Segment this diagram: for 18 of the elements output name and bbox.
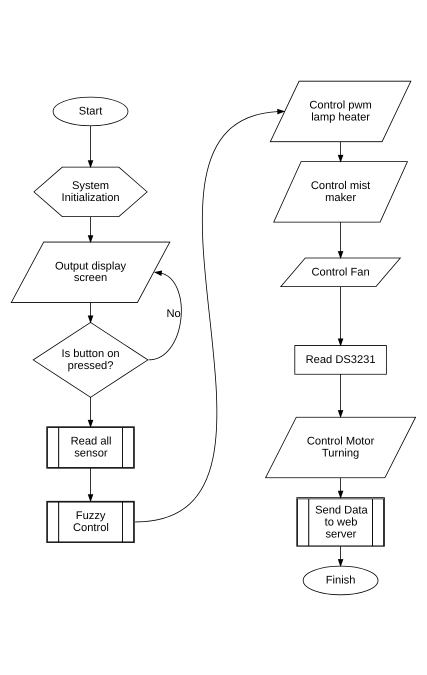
node-ellipse: Start <box>52 96 128 126</box>
arrow <box>88 396 94 428</box>
arrow <box>88 125 94 168</box>
arrow <box>148 270 182 360</box>
arrow <box>88 467 94 502</box>
node-box: Read DS3231 <box>294 344 387 374</box>
arrow <box>338 477 344 498</box>
arrow <box>338 546 344 567</box>
arrow <box>338 286 344 346</box>
node-ellipse: Finish <box>302 565 378 595</box>
arrow <box>338 140 344 162</box>
arrow <box>88 302 94 323</box>
node-diamond: Is button on pressed? <box>32 322 149 398</box>
edge-label: No <box>166 308 181 320</box>
arrow <box>338 221 344 259</box>
arrow <box>338 374 344 418</box>
arrow <box>88 216 94 243</box>
arrow <box>134 108 286 522</box>
